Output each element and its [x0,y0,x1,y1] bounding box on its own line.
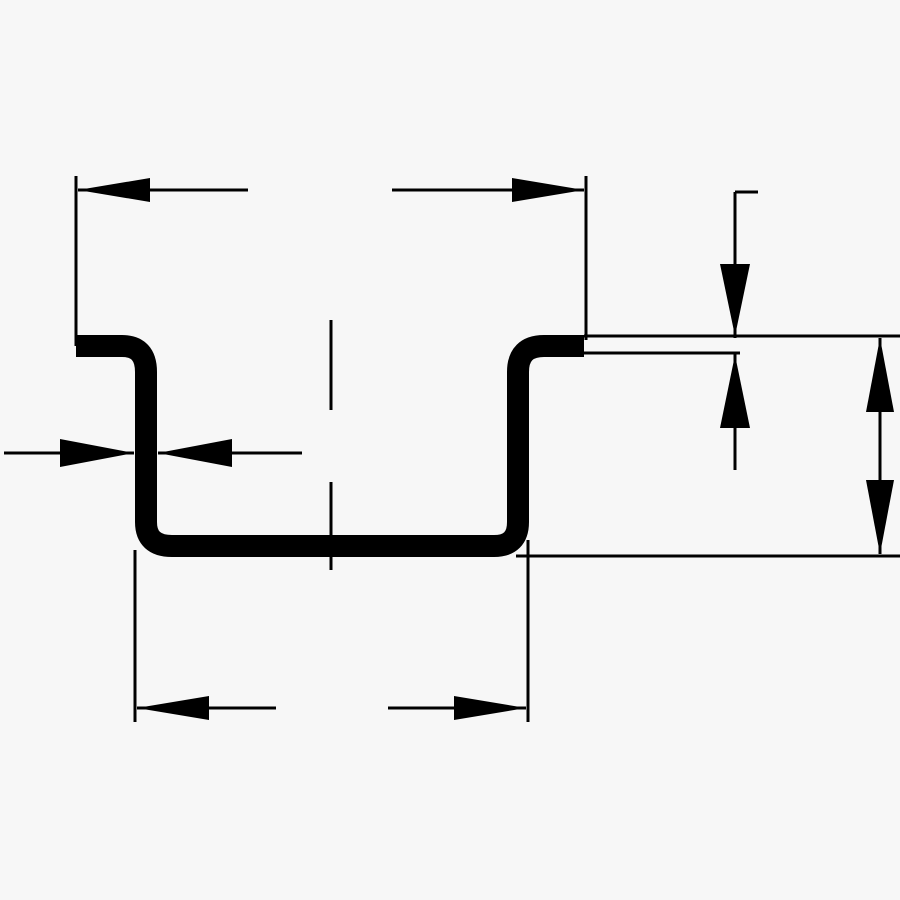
dimension-overall-width [74,176,588,346]
total-height-arrow-bottom [866,480,894,554]
overall-width-arrow-right [512,178,584,202]
wall-thickness-arrow-right [158,439,232,467]
rail-profile-shape [76,335,584,557]
flange-thickness-arrow-bottom [720,355,750,428]
dimension-flange-thickness [584,190,758,470]
inner-width-arrow-left [137,696,209,720]
flange-thickness-arrow-top [720,264,750,336]
dimension-wall-thickness [4,439,302,467]
wall-thickness-arrow-left [60,439,134,467]
dimension-total-height [516,334,900,558]
inner-width-arrow-right [454,696,526,720]
total-height-arrow-top [866,338,894,412]
dimension-inner-width [133,540,530,722]
overall-width-arrow-left [78,178,150,202]
